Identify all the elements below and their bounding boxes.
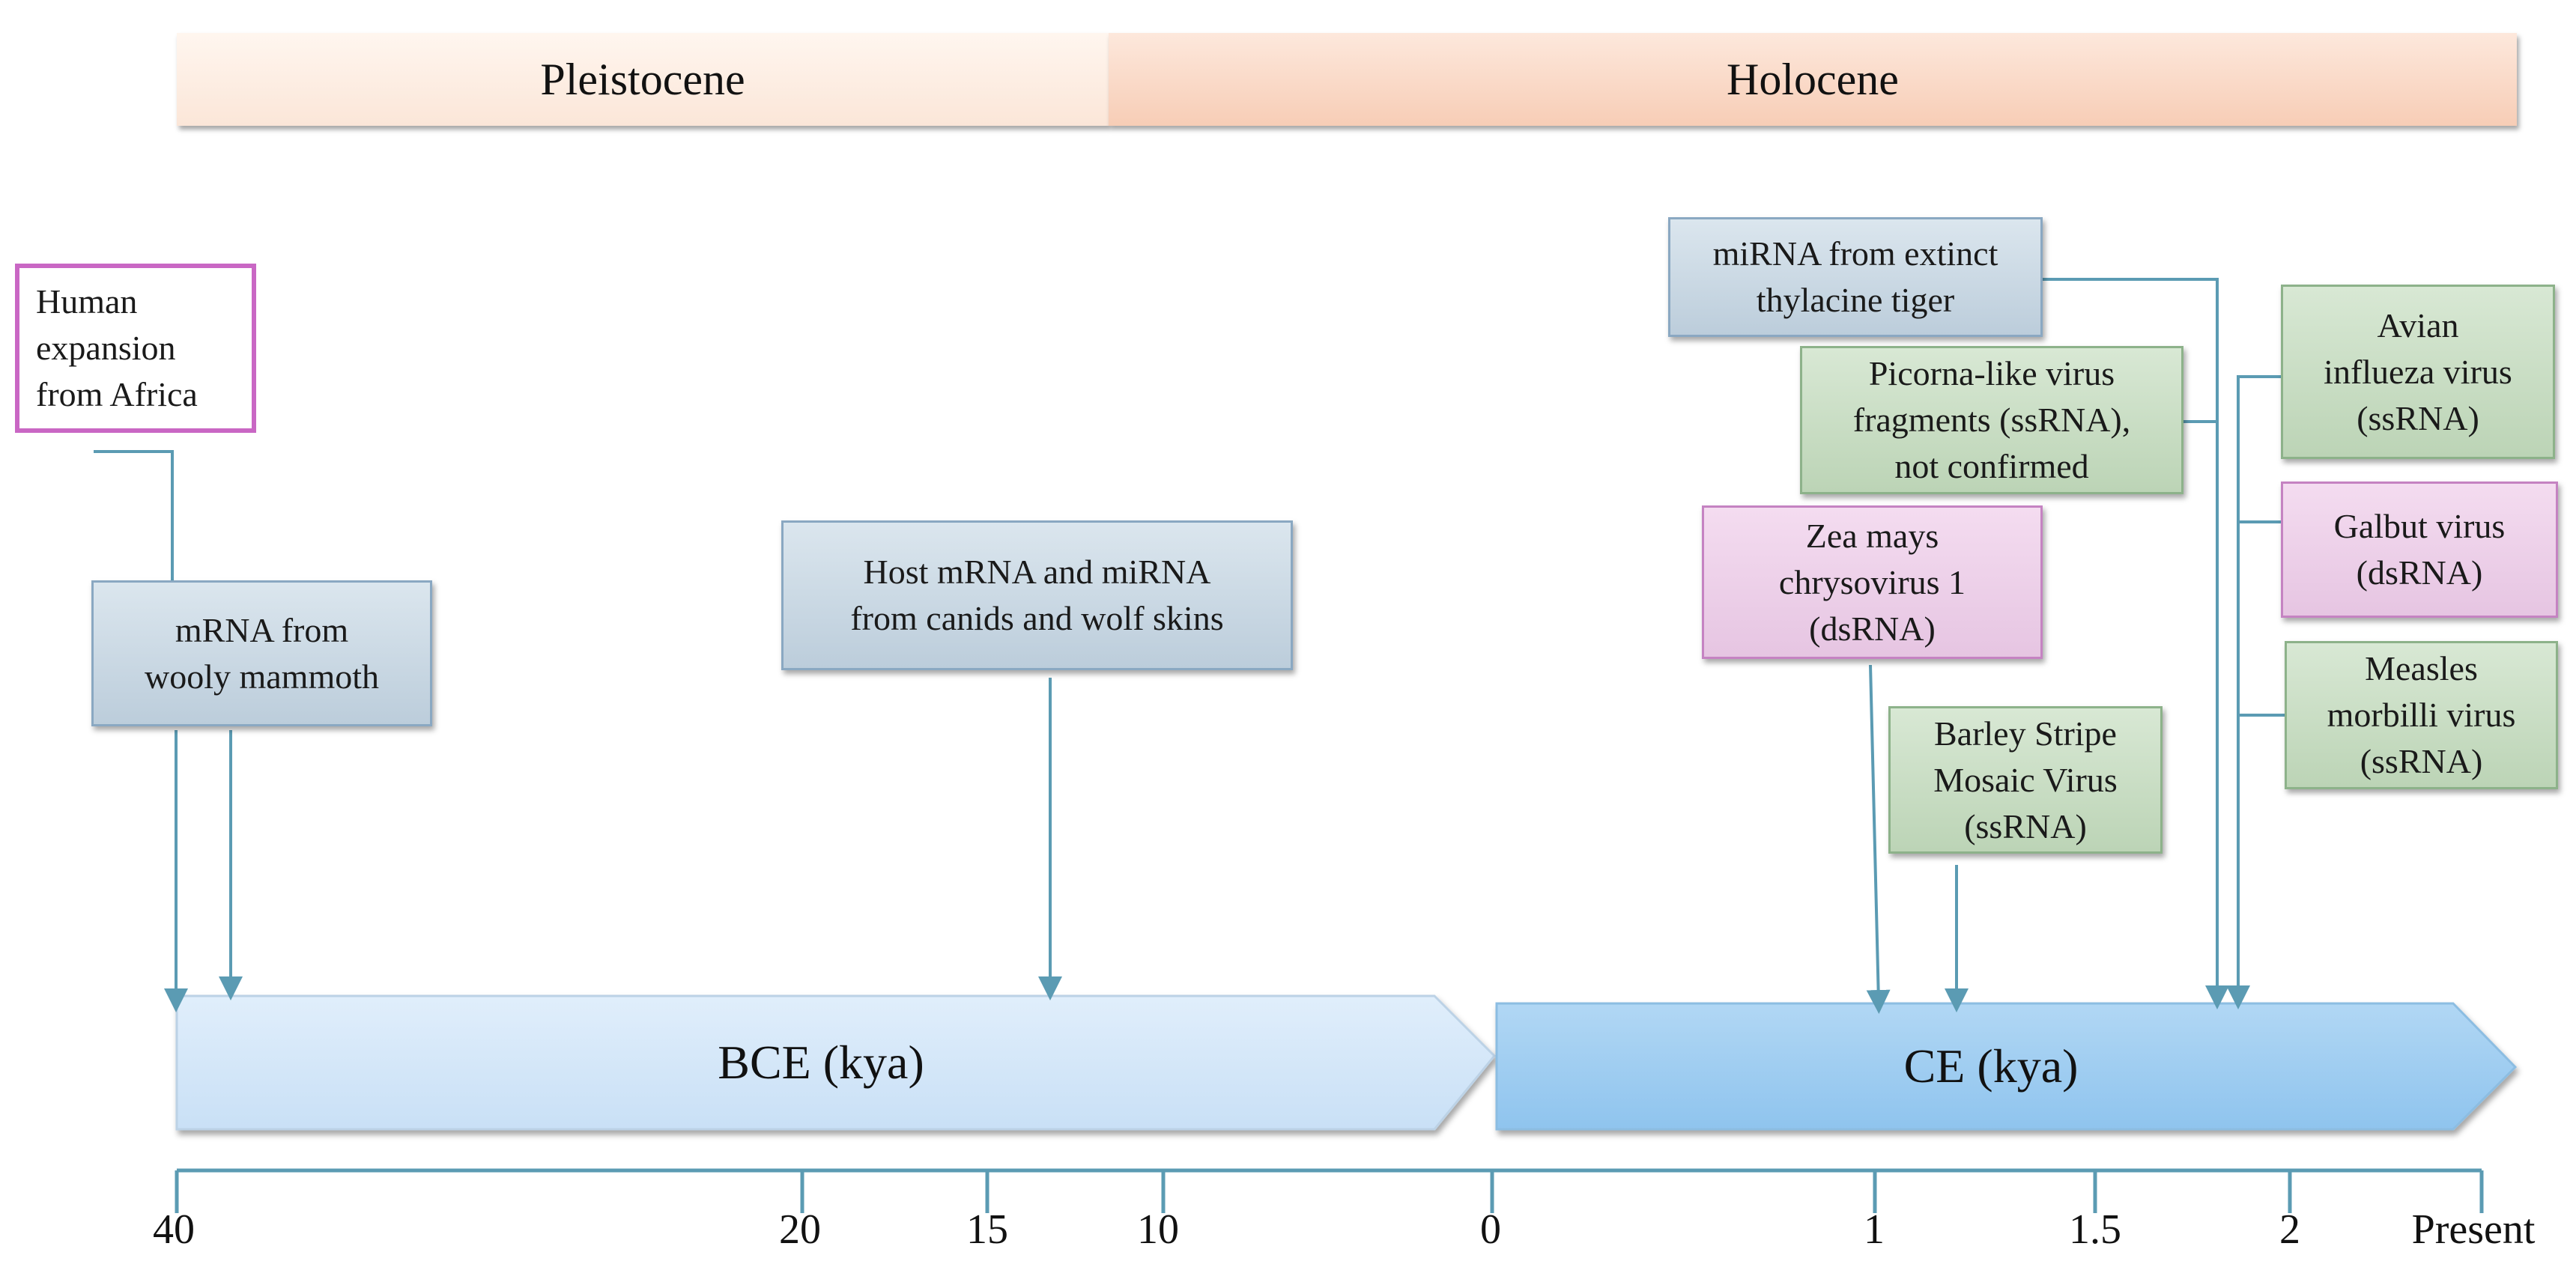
tick-label-2: 2 [2279,1206,2300,1253]
holocene-label: Holocene [1727,54,1899,104]
thylacine-connector [2043,278,2229,1009]
tick-label-15: 15 [966,1206,1008,1253]
right-virus-connector [2226,375,2281,1009]
human-expansion-connector [94,450,174,580]
ce-period-arrow [1495,1002,2518,1131]
galbut-virus-box: Galbut virus (dsRNA) [2281,482,2558,618]
holocene-era-bar: Holocene [1109,33,2517,126]
tick-label-40: 40 [153,1206,195,1253]
barley-virus-box: Barley Stripe Mosaic Virus (ssRNA) [1888,706,2163,854]
zea-mays-box: Zea mays chrysovirus 1 (dsRNA) [1702,505,2043,659]
tick-label-present: Present [2411,1206,2536,1253]
bce-period-label: BCE (kya) [718,1036,924,1089]
tick-label-1-5: 1.5 [2069,1206,2121,1253]
tick-label-1: 1 [1864,1206,1885,1253]
measles-virus-box: Measles morbilli virus (ssRNA) [2285,641,2558,789]
tick-label-20: 20 [779,1206,821,1253]
human-expansion-box: Human expansion from Africa [15,264,256,433]
picorna-virus-box: Picorna-like virus fragments (ssRNA), no… [1800,346,2183,494]
ce-period-label: CE (kya) [1903,1039,2079,1093]
time-axis [175,1168,2484,1213]
zea-mays-arrow [1866,664,1891,1014]
avian-influenza-box: Avian influeza virus (ssRNA) [2281,285,2555,459]
thylacine-box: miRNA from extinct thylacine tiger [1668,217,2043,337]
wooly-mammoth-box: mRNA from wooly mammoth [91,580,432,726]
connector-lines [94,278,2285,1014]
tick-label-0: 0 [1480,1206,1501,1253]
bce-period-arrow [175,994,1497,1131]
tick-label-10: 10 [1137,1206,1179,1253]
pleistocene-era-bar: Pleistocene [177,33,1109,126]
canids-wolf-box: Host mRNA and miRNA from canids and wolf… [781,520,1293,670]
pleistocene-label: Pleistocene [540,54,745,104]
